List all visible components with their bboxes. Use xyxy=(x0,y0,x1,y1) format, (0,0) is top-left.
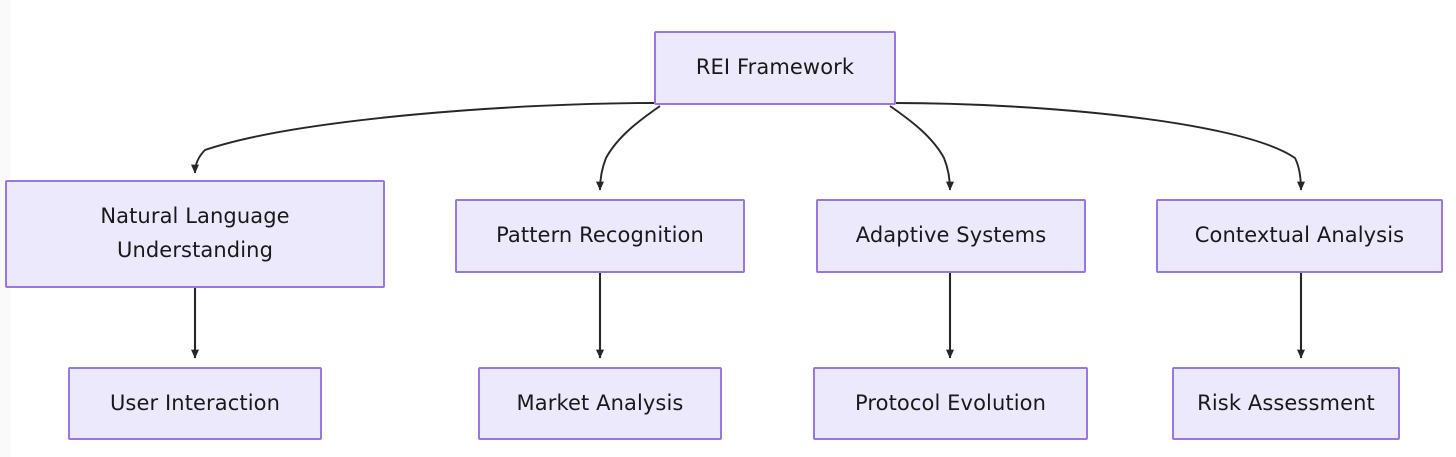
node-pattern-recognition[interactable]: Pattern Recognition xyxy=(455,199,745,273)
edge-root-to-adaptive xyxy=(889,105,954,191)
node-label: Pattern Recognition xyxy=(496,223,704,248)
node-protocol-evolution[interactable]: Protocol Evolution xyxy=(813,367,1088,440)
node-contextual-analysis[interactable]: Contextual Analysis xyxy=(1156,199,1443,273)
node-label: Protocol Evolution xyxy=(854,390,1046,415)
edge-root-to-contextual xyxy=(895,102,1305,191)
node-market-analysis[interactable]: Market Analysis xyxy=(478,367,722,440)
node-label: Market Analysis xyxy=(516,390,684,415)
edge-root-to-nlu xyxy=(191,102,655,174)
node-label: User Interaction xyxy=(109,390,281,415)
node-label: Risk Assessment xyxy=(1197,390,1375,415)
edge-root-to-pattern xyxy=(596,105,661,191)
node-label: Contextual Analysis xyxy=(1194,223,1405,248)
node-label: Adaptive Systems xyxy=(855,223,1047,248)
node-adaptive-systems[interactable]: Adaptive Systems xyxy=(816,199,1086,273)
node-label: REI Framework xyxy=(695,55,855,80)
node-natural-language-understanding[interactable]: Natural Language Understanding xyxy=(5,180,385,288)
node-user-interaction[interactable]: User Interaction xyxy=(68,367,322,440)
node-label: Natural Language Understanding xyxy=(100,204,290,262)
node-risk-assessment[interactable]: Risk Assessment xyxy=(1172,367,1400,440)
node-rei-framework[interactable]: REI Framework xyxy=(654,31,896,105)
